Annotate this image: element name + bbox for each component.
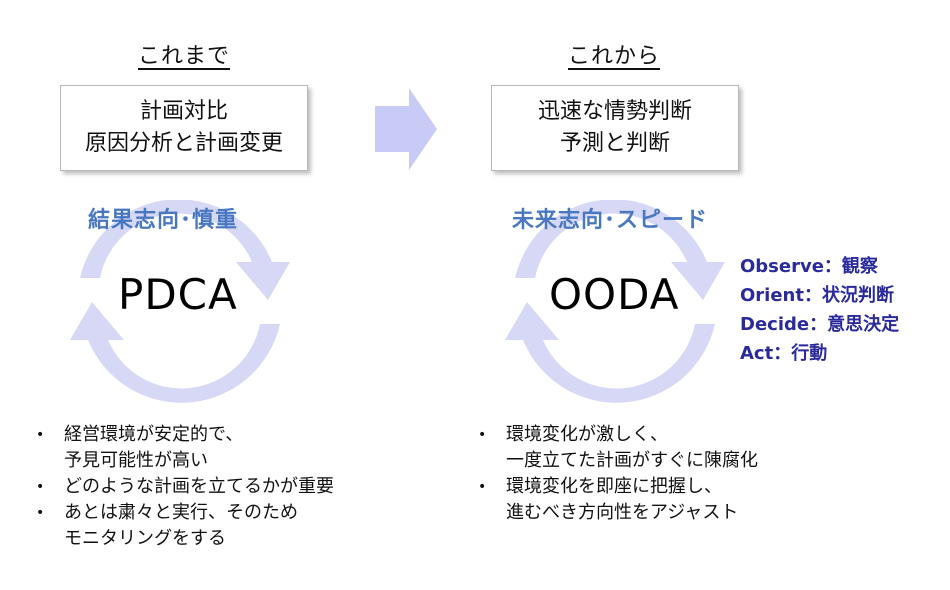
right-box-line1: 迅速な情勢判断 <box>537 99 692 124</box>
pdca-cycle-icon <box>70 200 290 403</box>
right-bullet-list: 環境変化が激しく、 一度立てた計画がすぐに陳腐化 環境変化を即座に把握し、 進む… <box>472 422 912 526</box>
left-bullet-2: どのような計画を立てるかが重要 <box>30 474 430 500</box>
left-tagline: 結果志向･慎重 <box>88 208 239 233</box>
ooda-label: OODA <box>549 270 680 319</box>
right-heading: これから <box>568 44 661 69</box>
right-method-box: 迅速な情勢判断 予測と判断 <box>491 85 739 171</box>
legend-decide: Decide：意思決定 <box>740 314 900 335</box>
right-bullet-2: 環境変化を即座に把握し、 進むべき方向性をアジャスト <box>472 474 912 526</box>
ooda-legend: Observe：観察 Orient：状況判断 Decide：意思決定 Act：行… <box>740 252 899 368</box>
legend-observe: Observe：観察 <box>740 256 878 277</box>
left-box-line1: 計画対比 <box>139 99 228 124</box>
left-bullet-1: 経営環境が安定的で、 予見可能性が高い <box>30 422 430 474</box>
pdca-label: PDCA <box>118 270 238 319</box>
right-box-line2: 予測と判断 <box>559 131 670 156</box>
left-bullet-list: 経営環境が安定的で、 予見可能性が高い どのような計画を立てるかが重要 あとは粛… <box>30 422 430 552</box>
transition-arrow-icon <box>375 88 437 170</box>
left-bullet-3: あとは粛々と実行、そのため モニタリングをする <box>30 500 430 552</box>
ooda-cycle-icon <box>505 200 725 403</box>
left-method-box: 計画対比 原因分析と計画変更 <box>60 85 308 171</box>
legend-orient: Orient：状況判断 <box>740 285 894 306</box>
legend-act: Act：行動 <box>740 343 828 364</box>
right-bullet-1: 環境変化が激しく、 一度立てた計画がすぐに陳腐化 <box>472 422 912 474</box>
right-tagline: 未来志向･スピード <box>512 208 709 233</box>
left-heading: これまで <box>138 44 231 69</box>
left-box-line2: 原因分析と計画変更 <box>84 131 283 156</box>
